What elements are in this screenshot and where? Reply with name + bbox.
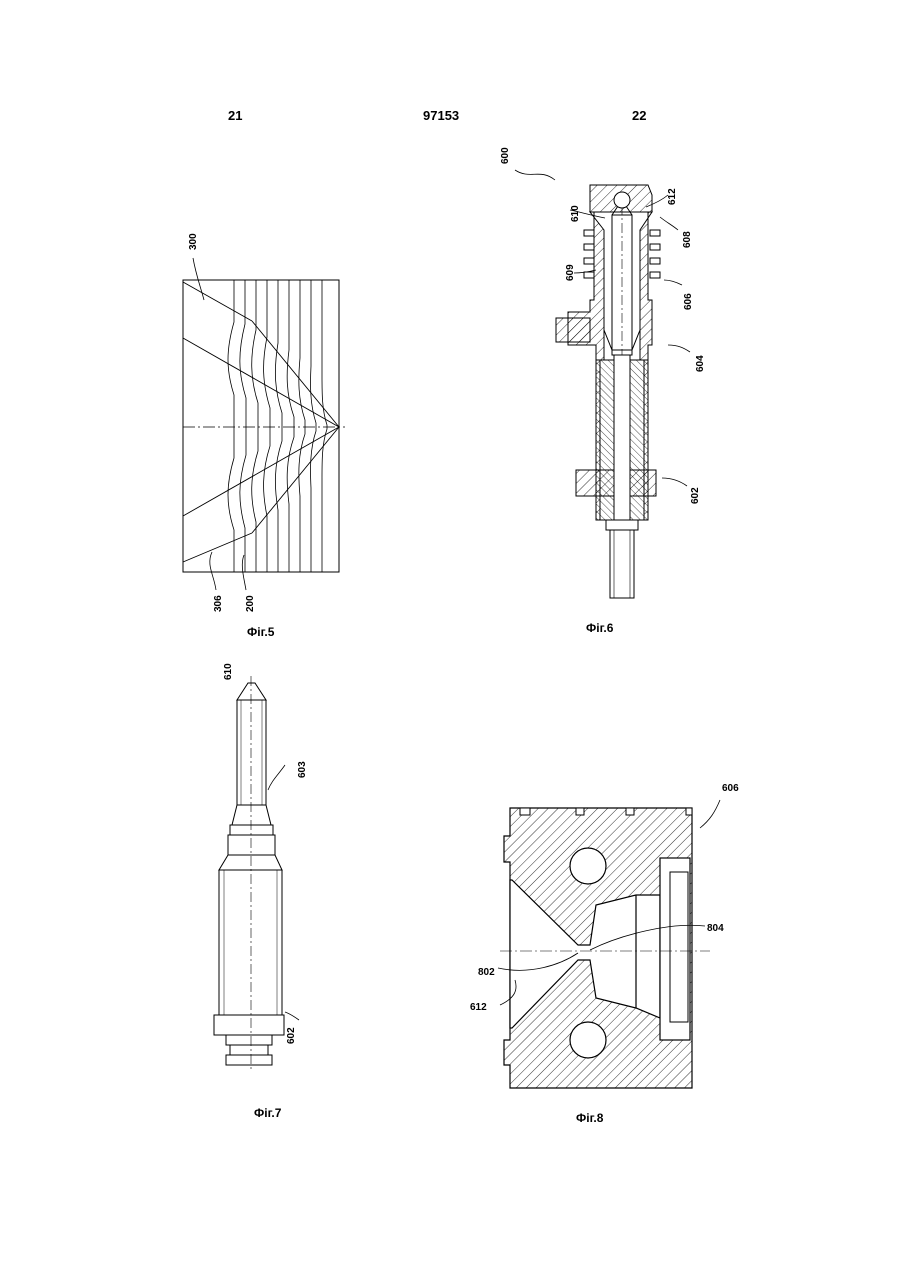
caption-fig5: Фіг.5 [247,625,274,639]
label-612: 612 [667,188,678,205]
label-804: 804 [707,923,724,934]
label-602: 602 [690,487,701,504]
figure-5: 300 306 200 [183,233,345,612]
label-606: 606 [683,293,694,310]
label-603: 603 [297,761,308,778]
label-600: 600 [500,147,511,164]
caption-fig7: Фіг.7 [254,1106,281,1120]
caption-fig6: Фіг.6 [586,621,613,635]
figure-7 [214,676,299,1070]
label-608: 608 [682,231,693,248]
figure-8 [498,800,720,1088]
label-300: 300 [188,233,199,250]
label-612-fig8: 612 [470,1002,487,1013]
label-602-fig7: 602 [286,1027,297,1044]
label-610-fig7: 610 [223,663,234,680]
caption-fig8: Фіг.8 [576,1111,603,1125]
label-306: 306 [213,595,224,612]
label-604: 604 [695,355,706,372]
label-606-fig8: 606 [722,783,739,794]
label-610: 610 [570,205,581,222]
label-200: 200 [245,595,256,612]
figure-6: 600 610 612 608 609 606 604 602 [500,147,706,598]
label-802: 802 [478,967,495,978]
label-609: 609 [565,264,576,281]
